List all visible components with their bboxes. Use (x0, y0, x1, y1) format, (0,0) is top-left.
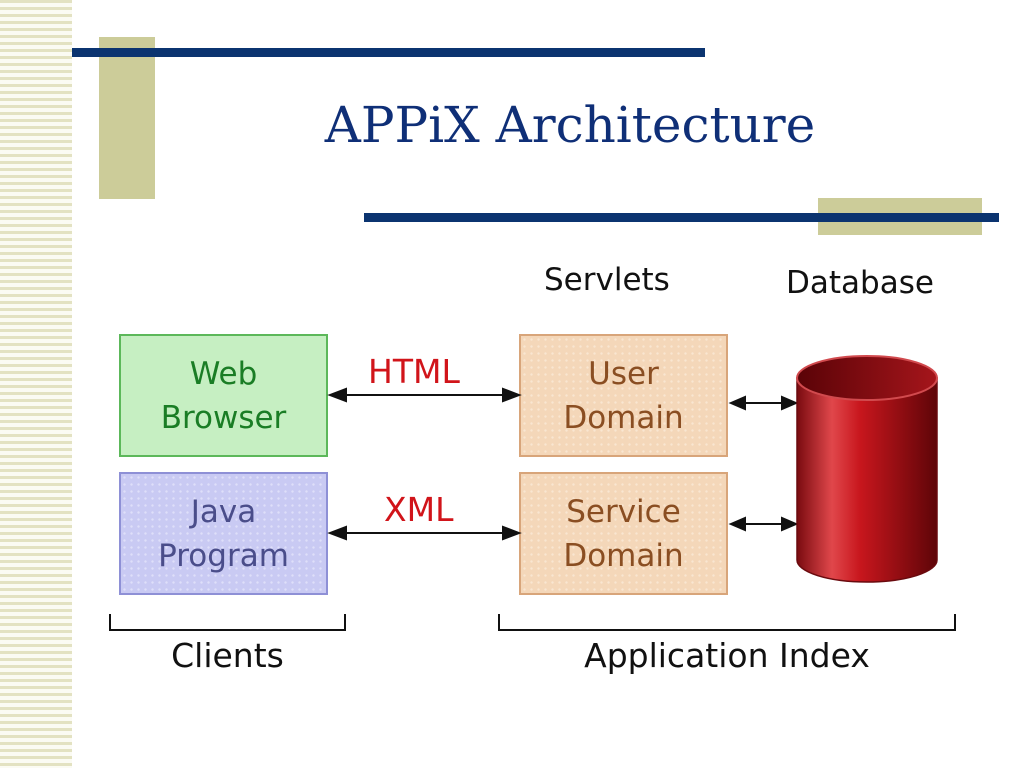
application-index-group-label: Application Index (584, 636, 870, 675)
html-connector (327, 387, 522, 403)
database-cylinder (796, 355, 938, 583)
xml-connector (327, 525, 522, 541)
service-domain-label-line1: Service (566, 493, 681, 530)
html-protocol-label: HTML (368, 352, 460, 391)
title-accent-block-top (99, 37, 155, 199)
service-db-connector (728, 516, 799, 532)
web-browser-box: Web Browser (119, 334, 328, 457)
web-browser-label-line1: Web (189, 355, 258, 392)
slide-title: APPiX Architecture (324, 96, 816, 154)
java-program-label-line1: Java (190, 493, 257, 530)
web-browser-label-line2: Browser (160, 399, 287, 436)
application-index-bracket (498, 614, 956, 631)
servlets-heading: Servlets (544, 262, 670, 298)
title-rule-top (72, 48, 705, 57)
user-domain-box: User Domain (519, 334, 728, 457)
service-domain-label-line2: Domain (563, 537, 684, 574)
clients-group-label: Clients (171, 636, 284, 675)
java-program-label-line2: Program (158, 537, 289, 574)
java-program-box: Java Program (119, 472, 328, 595)
title-rule-bottom (364, 213, 999, 222)
user-domain-label-line2: Domain (563, 399, 684, 436)
user-domain-label-line1: User (588, 355, 659, 392)
xml-protocol-label: XML (384, 490, 454, 529)
database-heading: Database (786, 265, 934, 301)
decorative-stripe-bar (0, 0, 72, 768)
user-db-connector (728, 395, 799, 411)
clients-bracket (109, 614, 346, 631)
service-domain-box: Service Domain (519, 472, 728, 595)
